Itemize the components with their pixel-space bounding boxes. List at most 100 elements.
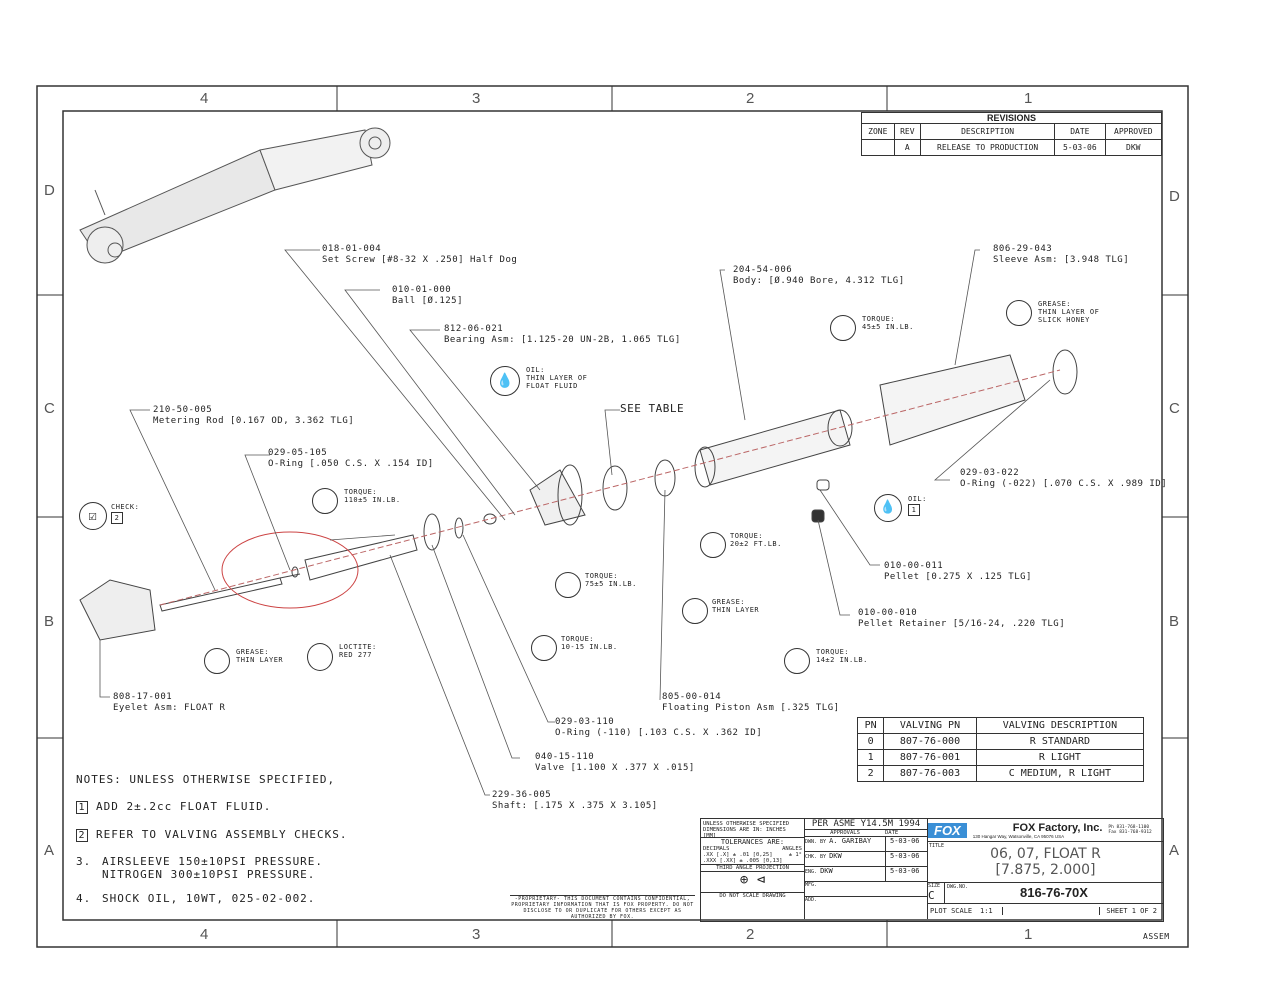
torque-symbol: TORQUE:14±2 IN.LB.	[784, 648, 868, 674]
dwg-no-label: DWG.NO.	[947, 884, 969, 890]
zone-row-b-right: B	[1169, 613, 1180, 630]
part-description: O-Ring (-110) [.103 C.S. X .362 ID]	[555, 728, 763, 738]
grease-symbol: GREASE:THIN LAYER	[204, 648, 283, 674]
title-block: UNLESS OTHERWISE SPECIFIED DIMENSIONS AR…	[700, 818, 1164, 922]
wrench-icon	[312, 488, 338, 514]
proprietary-notice: -PROPRIETARY- THIS DOCUMENT CONTAINS CON…	[510, 895, 695, 920]
part-description: Set Screw [#8-32 X .250] Half Dog	[322, 255, 518, 265]
oil-symbol: 💧OIL:1	[874, 494, 927, 522]
loctite-symbol: LOCTITE:RED 277	[307, 643, 377, 671]
date-label: DATE	[885, 830, 899, 836]
zone-row-c: C	[44, 400, 55, 417]
part-number: 029-03-110	[555, 717, 615, 727]
drawing-size: C	[928, 889, 935, 902]
wrench-icon	[531, 635, 557, 661]
rev-header: APPROVED	[1104, 123, 1163, 140]
part-number: 812-06-021	[444, 324, 504, 334]
approvals-label: APPROVALS	[830, 830, 860, 836]
angle-tolerance: ± 1°	[788, 852, 802, 858]
wrench-icon	[830, 315, 856, 341]
wrench-icon	[700, 532, 726, 558]
part-number: 029-03-022	[960, 468, 1020, 478]
mfg-label: MFG.	[805, 882, 927, 897]
zone-row-a: A	[44, 842, 55, 859]
rev-cell	[861, 139, 895, 156]
zone-row-b: B	[44, 613, 55, 630]
company-name: FOX Factory, Inc.	[1012, 821, 1103, 834]
company-fax: Fax 831-768-9312	[1108, 830, 1152, 835]
part-description: Floating Piston Asm [.325 TLG]	[662, 703, 840, 713]
checked-by: CHK. BY DKW	[805, 852, 886, 866]
part-description: Eyelet Asm: FLOAT R	[113, 703, 226, 713]
wrench-icon	[784, 648, 810, 674]
oil-drop-icon: 💧	[874, 494, 902, 522]
drawing-number: 816-76-70X	[1020, 885, 1088, 900]
rev-header: ZONE	[861, 123, 895, 140]
engineer: ENG. DKW	[805, 867, 886, 881]
part-number: 229-36-005	[492, 790, 552, 800]
drawn-date: 5-03-06	[890, 837, 920, 845]
part-description: Body: [Ø.940 Bore, 4.312 TLG]	[733, 276, 905, 286]
oil-drop-icon: 💧	[490, 366, 520, 396]
loctite-bottle-icon	[307, 643, 333, 671]
decimals-label: DECIMALS	[703, 846, 730, 852]
zone-column-3-bottom: 3	[472, 926, 481, 943]
valving-cell: C MEDIUM, R LIGHT	[975, 765, 1145, 782]
shock-assembly-view	[79, 127, 391, 264]
torque-symbol: TORQUE:110±5 IN.LB.	[312, 488, 401, 514]
sheet-number: SHEET 1 OF 2	[1099, 907, 1163, 915]
zone-row-d: D	[44, 182, 55, 199]
drawn-by: DWN. BY A. GARIBAY	[805, 837, 886, 851]
zone-column-1-bottom: 1	[1024, 926, 1033, 943]
torque-symbol: TORQUE:75±5 IN.LB.	[555, 572, 637, 598]
grease-icon	[1006, 300, 1032, 326]
valving-cell: 2	[856, 765, 885, 782]
fox-logo: FOX	[928, 822, 967, 838]
zone-column-4: 4	[200, 90, 209, 107]
part-number: 808-17-001	[113, 692, 173, 702]
rev-cell: 5-03-06	[1054, 139, 1106, 156]
part-number: 204-54-006	[733, 265, 793, 275]
note-3: 3.AIRSLEEVE 150±10PSI PRESSURE.NITROGEN …	[76, 855, 324, 881]
zone-column-4-bottom: 4	[200, 926, 209, 943]
plot-scale-label: PLOT SCALE	[930, 907, 973, 915]
tolerance-xxx: .XXX [.XX] ± .005 [0,13]	[701, 858, 804, 865]
size-label: SIZE	[928, 883, 941, 889]
valving-cell: R STANDARD	[975, 733, 1145, 750]
company-address: 130 Hangar Way, Watsonville, CA 95076 US…	[972, 833, 1065, 839]
grease-icon	[682, 598, 708, 624]
valving-header: VALVING DESCRIPTION	[975, 717, 1145, 734]
part-number: 029-05-105	[268, 448, 328, 458]
part-number: 018-01-004	[322, 244, 382, 254]
part-description: Bearing Asm: [1.125-20 UN-2B, 1.065 TLG]	[444, 335, 681, 345]
torque-symbol: TORQUE:10-15 IN.LB.	[531, 635, 618, 661]
drawing-title-line2: [7.875, 2.000]	[995, 862, 1096, 878]
tolerances-label: TOLERANCES ARE:	[720, 838, 785, 846]
part-number: 210-50-005	[153, 405, 213, 415]
part-number: 010-00-010	[858, 608, 918, 618]
grease-symbol: GREASE:THIN LAYER	[682, 598, 759, 624]
torque-symbol: TORQUE:20±2 FT.LB.	[700, 532, 782, 558]
angles-label: ANGLES	[782, 846, 802, 852]
highlight-circle	[221, 531, 359, 609]
projection-label: THIRD ANGLE PROJECTION	[701, 865, 804, 872]
part-description: Valve [1.100 X .377 X .015]	[535, 763, 695, 773]
rev-header: DESCRIPTION	[920, 123, 1056, 140]
exploded-parts	[79, 349, 1078, 641]
